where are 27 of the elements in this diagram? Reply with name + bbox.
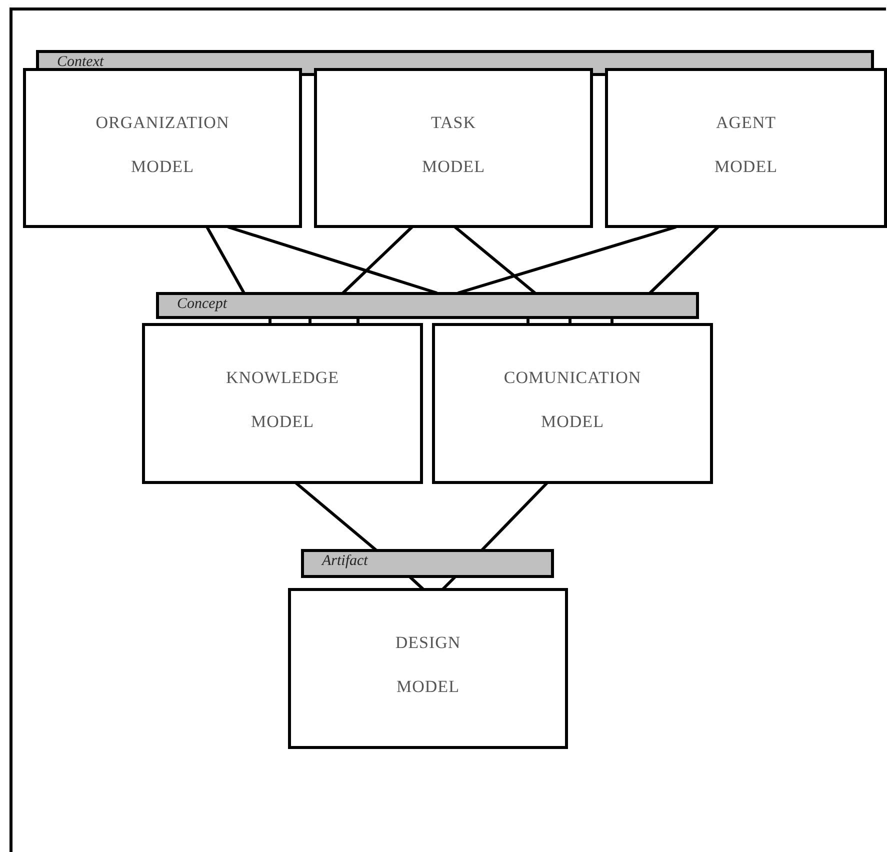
connector-line — [648, 226, 720, 294]
layer-label: Artifact — [322, 553, 368, 569]
model-box — [432, 323, 713, 484]
connector-line — [295, 482, 377, 552]
connector-line — [408, 576, 424, 590]
model-box — [314, 68, 593, 228]
model-box — [142, 323, 423, 484]
model-label: AGENT MODEL — [714, 112, 778, 178]
model-label: COMUNICATION MODEL — [504, 367, 642, 433]
connector-line — [480, 482, 548, 552]
connector-line — [206, 226, 246, 294]
connector-line — [342, 226, 414, 294]
model-box — [605, 68, 887, 228]
model-box — [288, 588, 568, 749]
connector-line — [228, 226, 438, 294]
model-box — [23, 68, 302, 228]
layer-bar — [301, 549, 554, 578]
model-label: KNOWLEDGE MODEL — [226, 367, 340, 433]
layer-label: Context — [57, 54, 104, 70]
model-label: TASK MODEL — [422, 112, 485, 178]
model-label: ORGANIZATION MODEL — [96, 112, 230, 178]
connector-line — [454, 226, 536, 294]
connector-line — [442, 576, 456, 590]
layer-bar — [156, 292, 699, 319]
connector-line — [458, 226, 676, 294]
model-label: DESIGN MODEL — [395, 632, 461, 698]
layer-label: Concept — [177, 296, 227, 312]
